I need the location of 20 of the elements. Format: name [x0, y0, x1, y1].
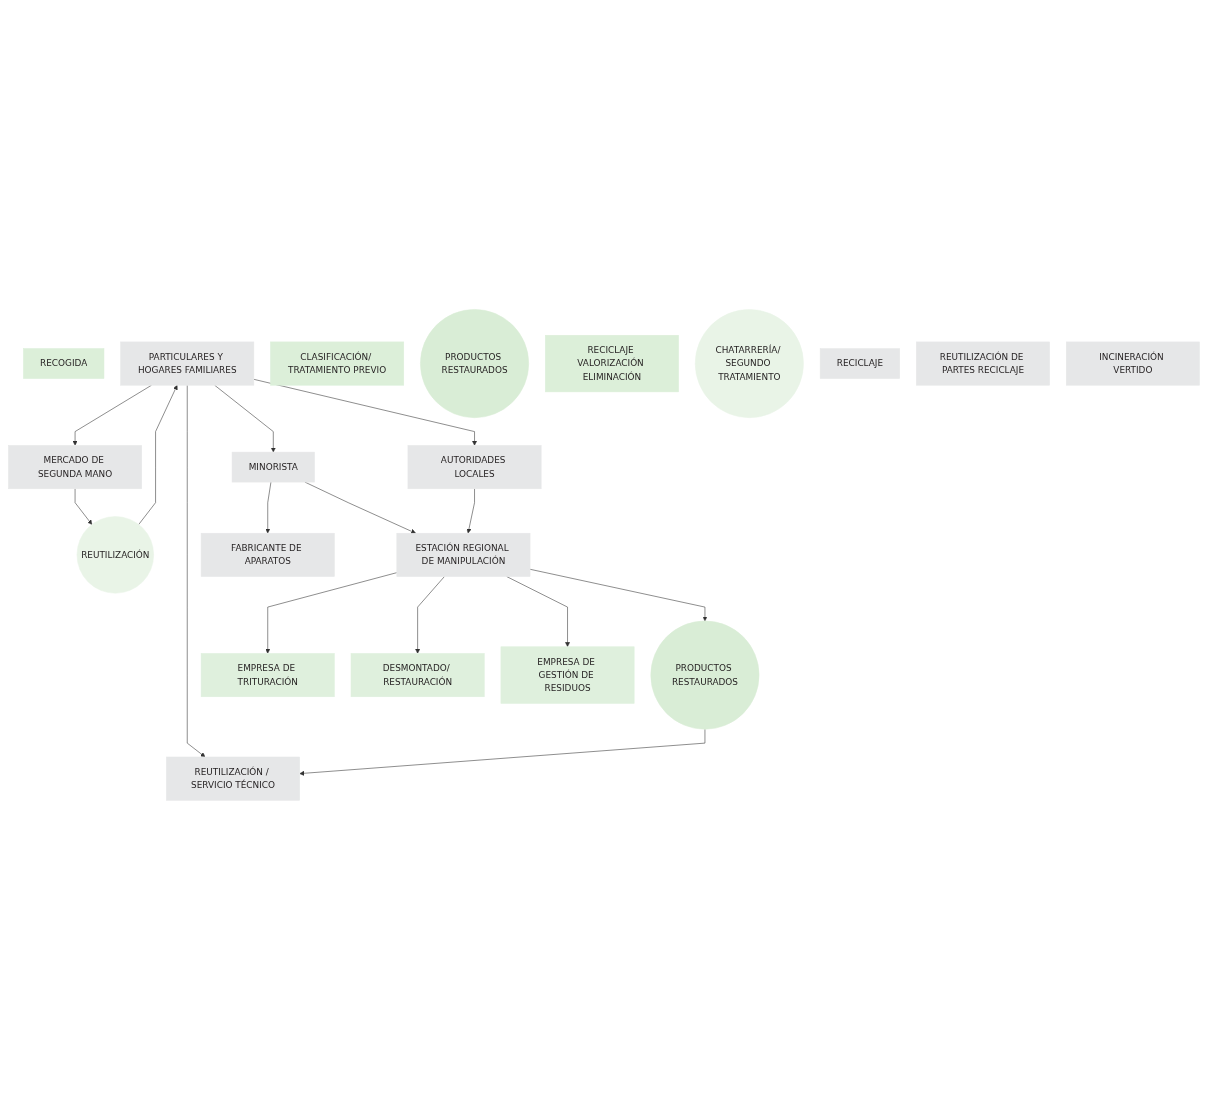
node-box: INCINERACIÓN VERTIDO: [1066, 341, 1200, 386]
node-box: PARTICULARES Y HOGARES FAMILIARES: [120, 341, 255, 386]
node-box: REUTILIZACIÓN DE PARTES RECICLAJE: [916, 341, 1050, 386]
node-box: CLASIFICACIÓN/ TRATAMIENTO PREVIO: [270, 341, 405, 386]
node-circle: PRODUCTOS RESTAURADOS: [650, 620, 760, 730]
node-box: EMPRESA DE TRITURACIÓN: [200, 652, 335, 697]
node-box: RECICLAJE VALORIZACIÓN ELIMINACIÓN: [545, 334, 679, 392]
node-box: REUTILIZACIÓN / SERVICIO TÉCNICO: [166, 756, 300, 801]
node-box: DESMONTADO/ RESTAURACIÓN: [350, 652, 485, 697]
node-circle: REUTILIZACIÓN: [76, 515, 154, 594]
node-circle: PRODUCTOS RESTAURADOS: [420, 308, 529, 418]
node-box: AUTORIDADES LOCALES: [407, 444, 542, 489]
node-box: MERCADO DE SEGUNDA MANO: [8, 444, 142, 489]
node-circle: CHATARRERÍA/ SEGUNDO TRATAMIENTO: [694, 308, 804, 418]
node-box: RECOGIDA: [23, 347, 105, 379]
node-box: MINORISTA: [231, 451, 315, 482]
node-box: RECICLAJE: [819, 347, 900, 379]
node-box: EMPRESA DE GESTIÓN DE RESIDUOS: [500, 646, 635, 704]
node-box: FABRICANTE DE APARATOS: [200, 532, 335, 577]
node-box: ESTACIÓN REGIONAL DE MANIPULACIÓN: [396, 532, 531, 577]
